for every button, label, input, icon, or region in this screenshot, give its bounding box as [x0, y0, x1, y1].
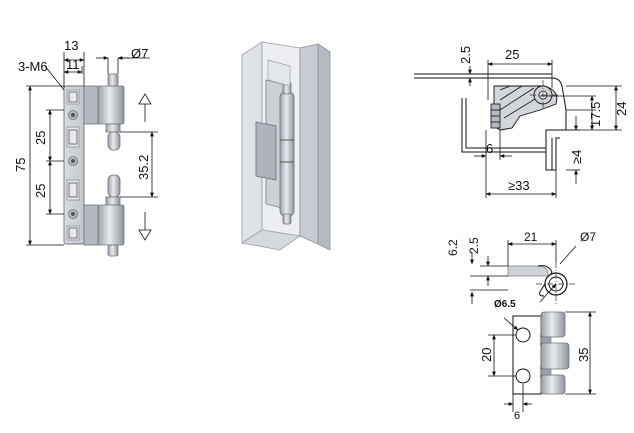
thread-label: 3-M6: [18, 59, 48, 74]
section-view: 6.2 2.5 21 Ø7: [446, 230, 596, 306]
hinge-3d-illustration: [240, 41, 331, 251]
dim-offset: 6: [486, 141, 493, 156]
plate-slot: [66, 89, 80, 105]
dim-height: 35: [576, 348, 591, 362]
plate-slot: [66, 126, 80, 148]
up-arrow-icon: [138, 93, 152, 105]
dim-height-b: 24: [614, 102, 629, 116]
plate-slot: [66, 179, 80, 201]
leaf-view: Ø6.5 20 35 6: [479, 299, 596, 422]
front-view: 13 11 Ø7 3-M6 75 25 25 35.2: [13, 38, 158, 257]
profile-view: 2.5 25 17.5 24 6 ≥4 ≥33: [414, 46, 629, 198]
dim-thickness-a: 6.2: [446, 239, 460, 256]
dim-lower-pitch: 25: [33, 184, 48, 198]
lower-pin: [107, 174, 121, 198]
lower-pin-cap: [107, 244, 119, 257]
dim-top-width: 13: [64, 38, 78, 53]
upper-knuckle: [97, 85, 125, 125]
dim-height-a: 17.5: [588, 102, 603, 127]
dim-min-gap: ≥4: [569, 150, 584, 164]
dim-pin-diameter: Ø7: [131, 46, 148, 61]
dim-thickness-b: 2.5: [467, 237, 481, 254]
dim-hole-diameter: Ø6.5: [494, 299, 516, 310]
dim-hole-offset: 11: [66, 57, 80, 72]
section-leaf: [507, 265, 549, 277]
leaf-knuckle-middle: [540, 342, 570, 370]
upper-pin: [107, 131, 121, 151]
leaf-hole-top: [515, 327, 531, 343]
hinge-barrel: [279, 91, 295, 217]
dim-knuckle-diameter: Ø7: [580, 230, 596, 244]
leaf-knuckle-top: [540, 311, 566, 338]
leaf-hole-bottom: [515, 368, 531, 384]
dim-width: 25: [505, 47, 519, 62]
dim-total-height: 75: [13, 158, 28, 172]
lower-knuckle: [97, 204, 125, 246]
leaf-knuckle-bottom: [540, 374, 566, 395]
dim-hole-pitch: 20: [479, 348, 494, 362]
down-arrow-icon: [138, 229, 152, 241]
dim-length: 21: [524, 230, 538, 244]
upper-pin-cap: [107, 73, 119, 87]
dim-edge: 6: [514, 410, 520, 422]
dim-min-depth: ≥33: [508, 178, 530, 193]
dim-flange: 2.5: [458, 46, 473, 64]
dim-pin-travel: 35.2: [136, 155, 151, 180]
plate-slot: [66, 225, 80, 241]
dim-upper-pitch: 25: [33, 131, 48, 145]
